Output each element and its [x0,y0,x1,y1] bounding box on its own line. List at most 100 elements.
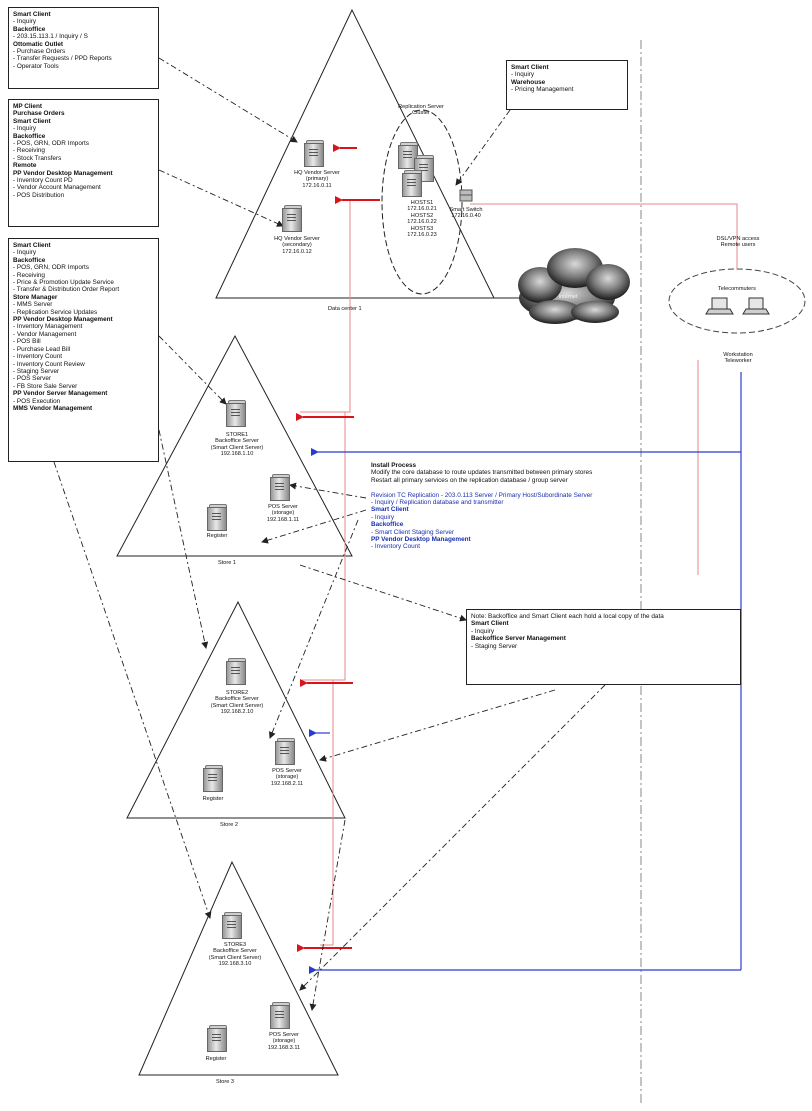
label-line: Workstation [723,352,753,358]
label-line: HOSTS3 [410,225,434,232]
note-line: - Inventory Management [13,323,83,331]
note-line: - Inventory Count PD [13,177,73,185]
switch-icon [459,189,473,202]
note-line: - Transfer & Distribution Order Report [13,286,120,294]
note-line: Smart Client [13,117,51,125]
note-line: PP Vendor Desktop Management [13,169,113,177]
label-line: (storage) [275,774,299,781]
note-line: Smart Client [13,11,51,18]
note-line: - POS, GRN, ODR Imports [13,140,89,148]
label-line: (Smart Client Server) [210,702,264,709]
note-line: Restart all primary services on the repl… [371,476,568,484]
server-label: HQ Vendor Server(primary)172.16.0.11 [282,170,352,189]
note-line [371,484,693,491]
server-icon [203,765,223,792]
note-line: Warehouse [511,78,546,86]
label-line: Backoffice Server [215,696,259,703]
server-icon [270,474,290,501]
label-line: 172.16.0.22 [407,219,437,226]
server-icon [226,658,246,685]
note-line: MP Client [13,103,42,110]
note-line: Backoffice [13,25,46,33]
note-line: - Vendor Account Management [13,184,101,192]
note-line: - Inquiry [371,513,395,521]
note-line: - Staging Server [13,367,60,375]
label-line: 192.168.3.11 [267,1044,301,1051]
note-line: Store Manager [13,293,58,301]
label-line: 172.16.0.12 [282,248,312,255]
label-line: 192.168.2.11 [270,780,304,787]
note-line: - FB Store Sale Server [13,382,78,390]
note-line: Smart Client [511,64,549,71]
note-line: - 203.15.113.1 / Inquiry / S [13,33,88,41]
note-line: Remote [13,162,37,170]
label-line: Register [206,533,228,539]
note-line: - Price & Promotion Update Service [13,279,114,287]
label-line: Replication Server [398,104,444,110]
server-label: Register [191,796,235,802]
note-line: PP Vendor Server Management [13,390,108,398]
note-line: Purchase Orders [13,110,65,118]
note-line: - POS, GRN, ODR Imports [13,264,89,272]
label-line: (secondary) [282,242,312,249]
label-line: STORE3 [223,942,247,948]
server-icon [282,205,302,232]
note-line: - Pricing Management [511,86,574,94]
note-line: - Inventory Count [13,353,63,361]
note-line: Backoffice [13,132,46,140]
note-line: - Purchase Orders [13,48,66,56]
label-line: Smart Switch [449,207,483,213]
label-line: Backoffice Server [213,948,257,955]
triangle-caption: Store 2 [220,822,239,828]
note-line: Revision TC Replication - 203.0.113 Serv… [371,491,593,499]
server-icon [222,912,242,939]
label-line: (primary) [305,176,329,183]
note-line: - Staging Server [471,642,518,650]
note-line: - Purchase Lead Bill [13,345,71,353]
label-line: STORE2 [225,690,249,696]
note-line: Ottomatic Outlet [13,40,64,48]
triangle-store-1 [116,334,353,557]
label-line: Remote users [720,242,756,249]
note-line: Smart Client [471,620,509,628]
triangle-data-center [215,8,495,299]
note-line: Backoffice [13,256,46,264]
note-line: - POS Bill [13,338,41,346]
network-lines-pink [300,199,738,946]
note-line: - Inquiry [511,71,535,79]
label-line: 172.16.0.21 [407,206,437,213]
replication-cluster-ellipse [381,109,463,295]
label-line: HOSTS2 [410,212,434,219]
workstation-icon [742,297,770,315]
note-line: - Transfer Requests / PPD Reports [13,55,112,63]
note-line: - Inquiry / Replication database and tra… [371,499,504,507]
label-line: 192.168.1.11 [266,516,300,523]
teleworker-ellipse [668,268,806,334]
note-line: - Inventory Count Review [13,360,85,368]
triangle-caption: Store 1 [218,560,237,566]
server-icon [304,140,324,167]
triangle-caption: Store 3 [216,1079,235,1085]
internet-label: Internet [548,294,588,300]
note-line: Smart Client [371,506,409,514]
label-line: Teleworker [724,358,752,365]
note-line: Install Process [371,462,417,469]
note-line: Backoffice Server Management [471,635,566,643]
server-label: POS Server(storage)192.168.3.11 [258,1032,310,1051]
note-line: - Operator Tools [13,62,59,70]
note-line: - Receiving [13,147,45,155]
server-icon [226,400,246,427]
note-line: - MMS Server [13,301,53,309]
label-line: Internet [558,294,578,300]
label-line: 192.168.3.10 [218,961,252,968]
server-icon [207,1025,227,1052]
teleworker-title: Telecommuters [718,286,756,292]
note-line: - Replication Service Updates [13,308,98,316]
